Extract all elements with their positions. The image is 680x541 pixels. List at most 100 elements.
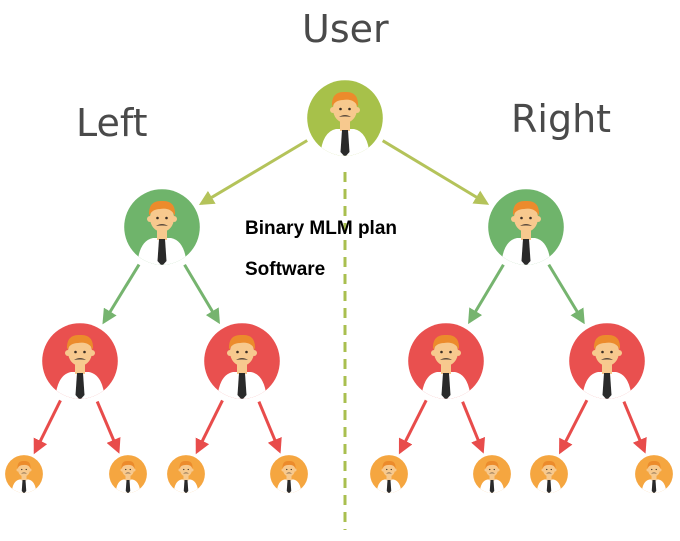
mustache [546, 472, 552, 474]
hair [485, 460, 499, 469]
hair [647, 460, 661, 469]
ear [65, 350, 71, 356]
neck [286, 475, 292, 481]
eye [156, 216, 159, 220]
tie [286, 480, 292, 493]
node-l2-0 [120, 185, 204, 269]
hair [17, 460, 31, 469]
neck [183, 475, 189, 481]
ear [120, 468, 124, 472]
tie [21, 480, 27, 493]
ear [293, 468, 297, 472]
ear [89, 350, 95, 356]
tie [183, 480, 189, 493]
eye [236, 350, 239, 354]
head [333, 95, 357, 123]
arrow-l2-0-1 [183, 264, 220, 325]
mustache [440, 358, 452, 360]
ear [281, 468, 285, 472]
hair [331, 91, 359, 107]
eye [290, 468, 292, 471]
ear [658, 468, 662, 472]
hair [282, 460, 296, 469]
hair [148, 200, 176, 216]
head [434, 338, 458, 366]
person-with-tie-icon [536, 460, 562, 493]
neck [340, 121, 350, 131]
mustache [21, 472, 27, 474]
node-l4-6 [528, 453, 570, 495]
tie [651, 480, 657, 493]
arrow-l3-3-0 [559, 399, 589, 455]
eye [348, 107, 351, 111]
user-label: User [302, 7, 389, 51]
ear [251, 350, 257, 356]
caption-line-2: Software [245, 259, 326, 280]
arrow-l3-2-1 [461, 401, 485, 454]
node-l1-0 [303, 76, 387, 160]
tie [602, 373, 612, 399]
neck [546, 475, 552, 481]
head [230, 338, 254, 366]
mustache [125, 472, 131, 474]
mustache [236, 358, 248, 360]
eye [390, 468, 392, 471]
eye [529, 216, 532, 220]
right-label: Right [511, 97, 612, 141]
hair [542, 460, 556, 469]
ear [178, 468, 182, 472]
eye [601, 350, 604, 354]
arrow-l3-0-1 [95, 400, 121, 454]
neck [602, 364, 612, 374]
tie [75, 373, 85, 399]
person-with-tie-icon [137, 200, 187, 265]
node-l4-3 [268, 453, 310, 495]
hair [382, 460, 396, 469]
tie [340, 130, 350, 156]
neck [237, 364, 247, 374]
eye [550, 468, 552, 471]
neck [521, 230, 531, 240]
ear [496, 468, 500, 472]
eye [165, 216, 168, 220]
hair [66, 334, 94, 350]
caption-line-1: Binary MLM plan [245, 218, 398, 239]
mustache [339, 115, 351, 117]
ear [431, 350, 437, 356]
node-l4-4 [368, 453, 410, 495]
ear [646, 468, 650, 472]
neck [489, 475, 495, 481]
eye [286, 468, 288, 471]
arrow-l1-0-1 [381, 139, 490, 205]
ear [190, 468, 194, 472]
node-l4-2 [165, 453, 207, 495]
mustache [183, 472, 189, 474]
neck [125, 475, 131, 481]
hair [512, 200, 540, 216]
mustache [651, 472, 657, 474]
neck [651, 475, 657, 481]
head [122, 462, 134, 477]
eye [520, 216, 523, 220]
person-with-tie-icon [11, 460, 37, 493]
eye [129, 468, 131, 471]
eye [489, 468, 491, 471]
ear [147, 216, 153, 222]
eye [21, 468, 23, 471]
arrow-l3-3-1 [622, 401, 647, 454]
head [180, 462, 192, 477]
head [68, 338, 92, 366]
neck [386, 475, 392, 481]
eye [125, 468, 127, 471]
tie [441, 373, 451, 399]
person-with-tie-icon [173, 460, 199, 493]
hair [593, 334, 621, 350]
hair [179, 460, 193, 469]
eye [493, 468, 495, 471]
ear [16, 468, 20, 472]
person-with-tie-icon [479, 460, 505, 493]
ear [511, 216, 517, 222]
tie [386, 480, 392, 493]
person-with-tie-icon [217, 334, 267, 399]
